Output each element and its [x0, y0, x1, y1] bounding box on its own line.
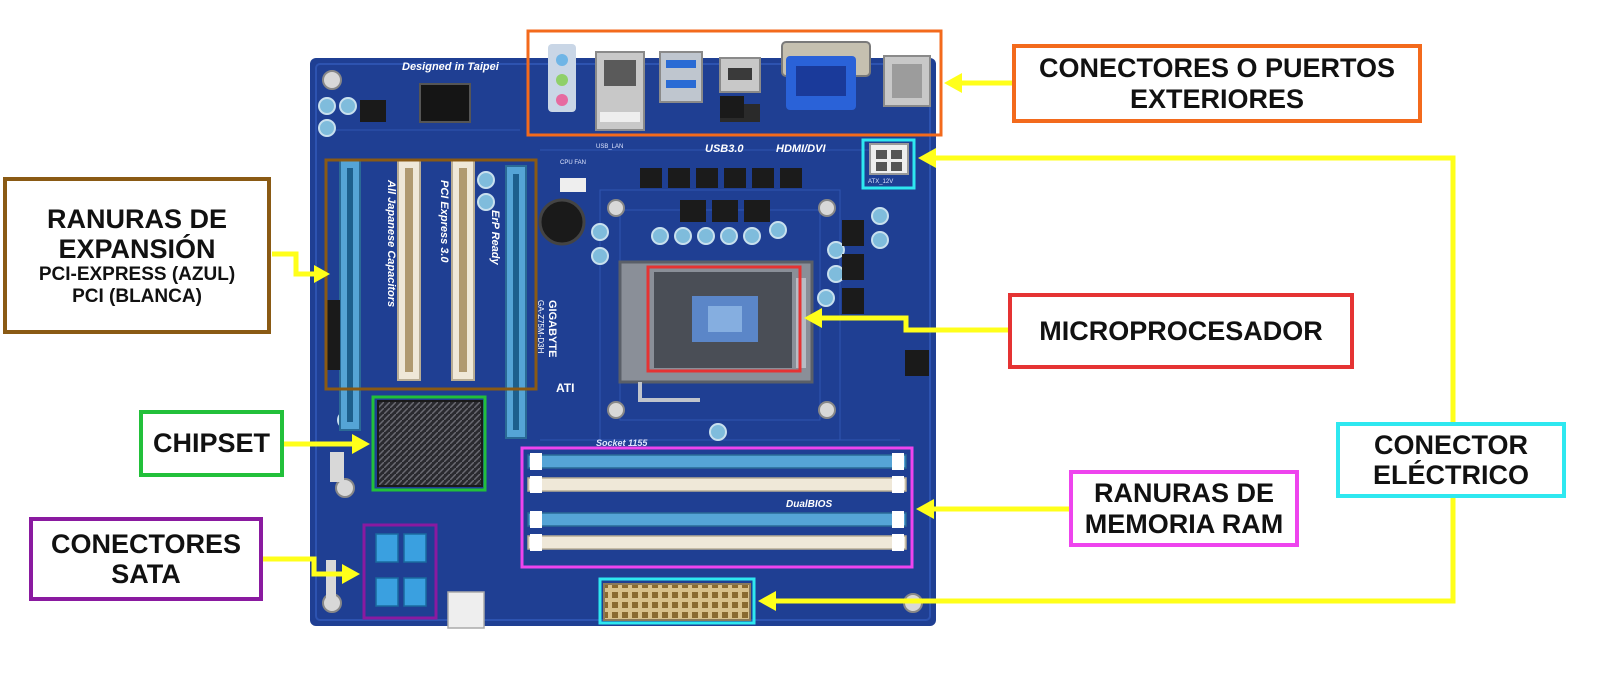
- highlight-cpu: [646, 265, 802, 373]
- label-sata-connectors-line2: SATA: [111, 559, 181, 589]
- arrow-sata: [263, 556, 342, 577]
- board-text-capacitors: All Japanese Capacitors: [385, 179, 397, 307]
- label-sata-connectors: CONECTORES SATA: [29, 517, 263, 601]
- ram-slot: [527, 512, 907, 527]
- mount-hole: [607, 401, 625, 419]
- ram-slot: [527, 535, 907, 550]
- vrm-mosfets: [640, 168, 864, 314]
- label-expansion-slots-pcie: PCI-EXPRESS (AZUL): [38, 264, 236, 286]
- highlight-atx12v: [861, 138, 916, 190]
- mount-hole: [818, 199, 836, 217]
- ram-slot: [527, 477, 907, 492]
- label-ram-slots-line2: MEMORIA RAM: [1084, 508, 1284, 539]
- mount-hole: [818, 401, 836, 419]
- arrow-slots: [272, 251, 316, 277]
- board-text-usb3: USB3.0: [705, 143, 744, 155]
- highlight-chipset: [371, 395, 487, 492]
- label-microprocessor-text: MICROPROCESADOR: [1039, 315, 1323, 346]
- label-expansion-slots-pci: PCI (BLANCA): [72, 285, 202, 307]
- bios-chip: [419, 83, 471, 123]
- atx-12v-connector: ATX_12V: [868, 143, 909, 185]
- motherboard: Designed in Taipei USB3.0 HDMI/DVI USB_L…: [310, 41, 936, 629]
- highlight-ram: [520, 446, 914, 569]
- ram-slots: [527, 453, 907, 551]
- board-text-pcie: PCI Express 3.0: [438, 180, 450, 263]
- expansion-slots: All Japanese Capacitors PCI Express 3.0 …: [339, 159, 558, 439]
- board-text-socket: Socket 1155: [596, 438, 648, 448]
- label-power-connector-line1: CONECTOR: [1373, 429, 1528, 460]
- label-expansion-slots: RANURAS DE EXPANSIÓN PCI-EXPRESS (AZUL) …: [3, 177, 271, 334]
- label-expansion-slots-line1: RANURAS DE: [46, 204, 227, 234]
- label-chipset-text: CHIPSET: [152, 428, 271, 459]
- label-chipset: CHIPSET: [139, 410, 284, 477]
- chipset-heatsink: [377, 400, 483, 487]
- board-text-ati: ATI: [556, 381, 574, 395]
- mount-hole: [607, 199, 625, 217]
- cmos-battery: [538, 198, 586, 246]
- highlight-sata: [362, 523, 438, 620]
- label-expansion-slots-line2: EXPANSIÓN: [58, 234, 216, 265]
- highlight-atx24: [598, 577, 756, 625]
- label-power-connector-line2: ELÉCTRICO: [1372, 460, 1529, 490]
- board-text-erp: ErP Ready: [489, 210, 501, 266]
- sata-connectors: [375, 533, 427, 607]
- board-text-usblan: USB_LAN: [596, 144, 623, 150]
- usb3-port: [659, 51, 703, 103]
- capacitors: [318, 97, 889, 441]
- board-text-dualbios: DualBIOS: [786, 499, 832, 510]
- label-ram-slots: RANURAS DE MEMORIA RAM: [1069, 470, 1299, 547]
- board-text-designed: Designed in Taipei: [402, 61, 500, 73]
- board-text-hdmi: HDMI/DVI: [776, 143, 826, 155]
- cpu-socket: [618, 260, 814, 402]
- label-ram-slots-line1: RANURAS DE: [1093, 478, 1274, 509]
- arrow-cpu: [820, 315, 1008, 333]
- arrow-power-12v: [934, 155, 1456, 422]
- arrows: [263, 73, 1456, 611]
- label-external-ports-line1: CONECTORES O PUERTOS: [1038, 53, 1396, 84]
- board-text-model: GA-Z75M-D3H: [536, 300, 545, 354]
- atx-24pin-connector: [603, 583, 751, 621]
- highlight-rear-io: [526, 29, 943, 137]
- label-external-ports: CONECTORES O PUERTOS EXTERIORES: [1012, 44, 1422, 123]
- arrow-power-24pin: [776, 498, 1456, 604]
- label-power-connector: CONECTOR ELÉCTRICO: [1336, 422, 1566, 498]
- label-microprocessor: MICROPROCESADOR: [1008, 293, 1354, 369]
- board-text-cpufan: CPU FAN: [560, 160, 586, 166]
- label-external-ports-line2: EXTERIORES: [1129, 83, 1305, 114]
- label-sata-connectors-line1: CONECTORES: [50, 528, 242, 559]
- board-text-brand: GIGABYTE: [546, 300, 558, 357]
- mount-hole: [335, 478, 355, 498]
- mount-hole: [322, 70, 342, 90]
- rear-io-ports: [548, 41, 931, 131]
- board-text-atx12v: ATX_12V: [868, 179, 893, 185]
- ram-slot: [527, 454, 907, 469]
